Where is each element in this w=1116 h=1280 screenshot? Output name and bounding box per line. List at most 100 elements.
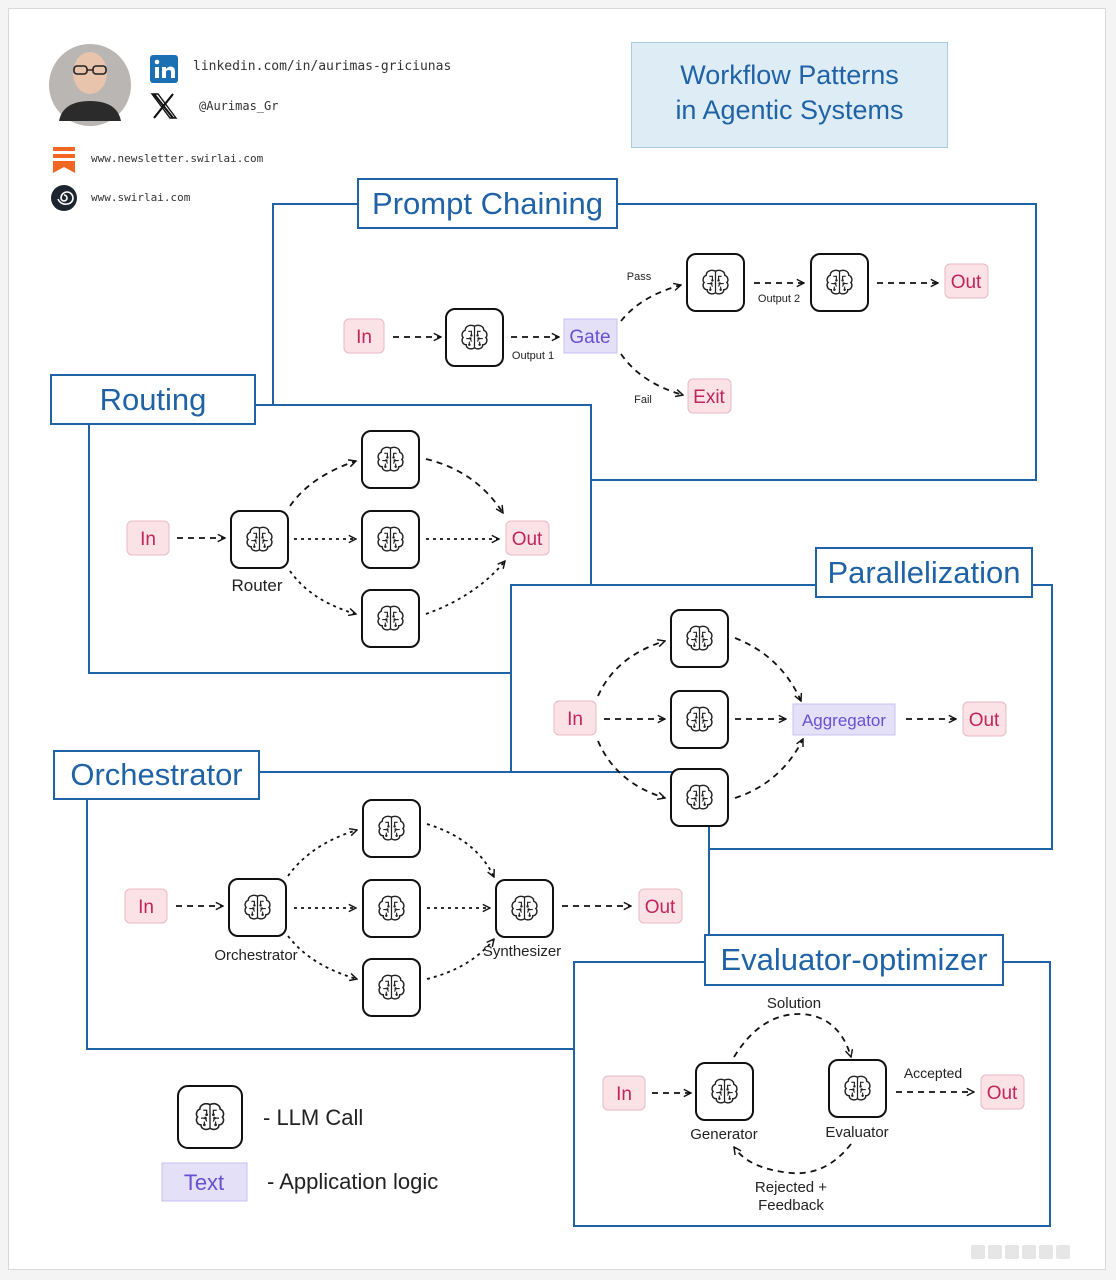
pl-out-text: Out bbox=[969, 710, 1000, 731]
eo-out-box bbox=[980, 1074, 1025, 1110]
prompt-chaining-diagram: In Output 1 Gate Pass Fail Exit Output 2… bbox=[343, 253, 989, 414]
eo-arrow-rejected bbox=[734, 1143, 852, 1175]
newsletter-url[interactable]: www.newsletter.swirlai.com bbox=[91, 152, 264, 165]
or-worker-llm-mid bbox=[362, 879, 421, 938]
routing-title: Routing bbox=[50, 374, 256, 425]
pc-gate-text: Gate bbox=[569, 327, 610, 348]
pc-out-text: Out bbox=[951, 272, 982, 293]
legend-text-box bbox=[161, 1162, 248, 1202]
or-arrow-top bbox=[287, 830, 357, 877]
pl-llm-top bbox=[670, 609, 729, 668]
eo-evaluator-llm bbox=[828, 1059, 887, 1118]
pl-llm-bottom bbox=[670, 768, 729, 827]
x-handle[interactable]: @Aurimas_Gr bbox=[199, 99, 279, 113]
evaluator-optimizer-title: Evaluator-optimizer bbox=[704, 934, 1004, 986]
rt-in-box bbox=[126, 520, 170, 556]
pc-in-box bbox=[343, 318, 385, 354]
rt-arrow-top bbox=[289, 461, 356, 507]
linkedin-url[interactable]: linkedin.com/in/aurimas-griciunas bbox=[193, 59, 452, 74]
eo-generator-label: Generator bbox=[690, 1126, 758, 1143]
pc-in-text: In bbox=[356, 327, 372, 348]
rt-arrow-out-bottom bbox=[425, 561, 505, 615]
pl-arrow-agg-top bbox=[734, 637, 801, 701]
or-in-text: In bbox=[138, 897, 154, 918]
parallelization-diagram: In Aggregator Out bbox=[553, 609, 1007, 827]
or-arrow-syn-bottom bbox=[426, 939, 494, 980]
pc-arrow-pass bbox=[620, 285, 681, 322]
orchestrator-diagram: In Orchestrator Synthesizer Out bbox=[124, 799, 683, 1017]
pc-arrow-fail bbox=[620, 353, 683, 395]
or-orchestrator-label: Orchestrator bbox=[214, 947, 297, 964]
pc-output1-label: Output 1 bbox=[512, 350, 554, 362]
rt-router-llm bbox=[230, 510, 289, 569]
pc-out-box bbox=[944, 263, 989, 299]
watermark bbox=[971, 1241, 1091, 1263]
linkedin-icon bbox=[150, 55, 178, 83]
rt-out-text: Out bbox=[512, 529, 543, 550]
legend-app-logic-label: - Application logic bbox=[267, 1169, 438, 1194]
pl-aggregator-text: Aggregator bbox=[802, 711, 886, 730]
rt-out-box bbox=[505, 520, 550, 556]
or-out-text: Out bbox=[645, 897, 676, 918]
pc-pass-label: Pass bbox=[627, 271, 652, 283]
user-avatar bbox=[49, 44, 131, 126]
pl-arrow-top bbox=[597, 641, 665, 697]
eo-out-text: Out bbox=[987, 1083, 1018, 1104]
eo-arrow-solution bbox=[733, 1013, 851, 1057]
legend: - LLM Call Text - Application logic bbox=[161, 1085, 438, 1202]
prompt-chaining-title: Prompt Chaining bbox=[357, 178, 618, 229]
rt-llm-top bbox=[361, 430, 420, 489]
pc-fail-label: Fail bbox=[634, 394, 652, 406]
pc-output2-label: Output 2 bbox=[758, 293, 800, 305]
or-arrow-bottom bbox=[287, 935, 357, 979]
page: In Output 1 Gate Pass Fail Exit Output 2… bbox=[8, 8, 1106, 1270]
pl-arrow-bottom bbox=[597, 740, 665, 798]
pl-aggregator-box bbox=[792, 703, 896, 736]
pc-llm-2 bbox=[686, 253, 745, 312]
eo-in-text: In bbox=[616, 1084, 632, 1105]
or-arrow-syn-top bbox=[426, 823, 494, 877]
rt-in-text: In bbox=[140, 529, 156, 550]
rt-arrow-out-top bbox=[425, 458, 503, 513]
pl-arrow-agg-bottom bbox=[734, 739, 804, 799]
main-title: Workflow Patterns in Agentic Systems bbox=[631, 42, 948, 148]
title-line-2: in Agentic Systems bbox=[675, 95, 904, 125]
eo-generator-llm bbox=[695, 1062, 754, 1121]
or-synthesizer-label: Synthesizer bbox=[483, 943, 561, 960]
website-url[interactable]: www.swirlai.com bbox=[91, 191, 191, 204]
or-worker-llm-bottom bbox=[362, 958, 421, 1017]
pl-out-box bbox=[962, 701, 1007, 737]
eo-feedback-label: Feedback bbox=[758, 1197, 824, 1214]
rt-router-label: Router bbox=[231, 576, 282, 595]
pc-llm-1 bbox=[445, 308, 504, 367]
or-worker-llm-top bbox=[362, 799, 421, 858]
eo-solution-label: Solution bbox=[767, 995, 821, 1012]
eo-rejected-line1: Rejected + bbox=[755, 1179, 827, 1196]
parallelization-title: Parallelization bbox=[815, 547, 1033, 598]
legend-llm-icon bbox=[177, 1085, 243, 1149]
or-out-box bbox=[638, 888, 683, 924]
rt-llm-bottom bbox=[361, 589, 420, 648]
legend-text-sample: Text bbox=[184, 1170, 224, 1195]
eo-rejected-label: Rejected + bbox=[755, 1179, 827, 1196]
pl-llm-mid bbox=[670, 690, 729, 749]
x-icon bbox=[150, 93, 178, 119]
pc-exit-box bbox=[687, 378, 732, 414]
legend-llm-label: - LLM Call bbox=[263, 1105, 363, 1130]
substack-icon bbox=[53, 147, 75, 173]
eo-in-box bbox=[602, 1075, 646, 1111]
pl-in-text: In bbox=[567, 709, 583, 730]
pc-llm-3 bbox=[810, 253, 869, 312]
eo-evaluator-label: Evaluator bbox=[825, 1124, 888, 1141]
pc-exit-text: Exit bbox=[693, 387, 725, 408]
or-in-box bbox=[124, 888, 168, 924]
eo-accepted-label: Accepted bbox=[904, 1065, 962, 1081]
eo-rejected-line2: Feedback bbox=[758, 1197, 824, 1214]
pl-in-box bbox=[553, 700, 597, 736]
or-synthesizer-llm bbox=[495, 879, 554, 938]
evaluator-diagram: In Generator Solution Evaluator Rejected… bbox=[602, 995, 1025, 1214]
orchestrator-title: Orchestrator bbox=[53, 750, 260, 800]
pc-gate-box bbox=[563, 318, 618, 354]
or-orchestrator-llm bbox=[228, 878, 287, 937]
workflow-diagram: In Output 1 Gate Pass Fail Exit Output 2… bbox=[49, 44, 1053, 1227]
